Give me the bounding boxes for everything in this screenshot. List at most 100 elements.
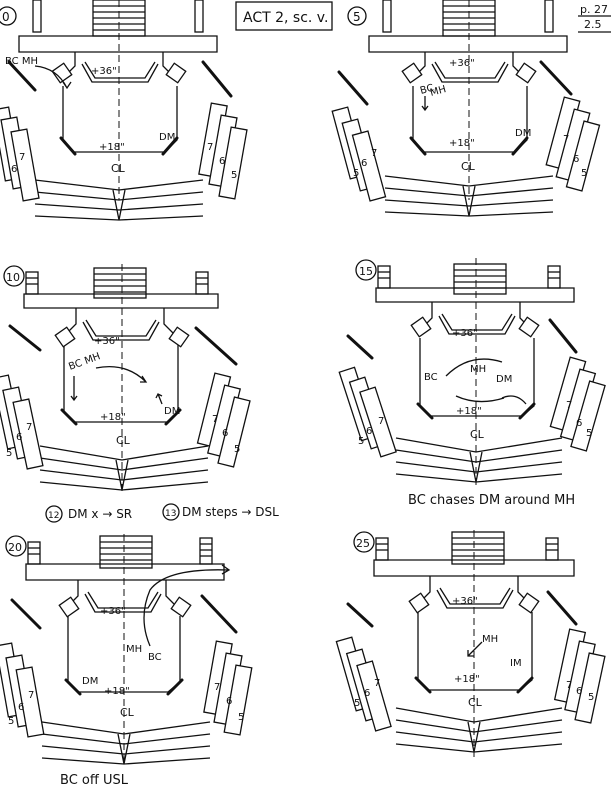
right-platforms: 7 6 5 [549, 356, 606, 452]
svg-text:7: 7 [378, 416, 384, 427]
right-platforms: 7 6 5 [198, 102, 248, 200]
svg-text:+36": +36" [452, 596, 478, 607]
exit-arrow [143, 564, 231, 647]
cue-circle [5, 535, 27, 557]
svg-text:7: 7 [374, 678, 380, 689]
svg-text:7: 7 [207, 142, 213, 153]
svg-text:5: 5 [6, 448, 12, 459]
act-scene-box: ACT 2, sc. v. [235, 1, 333, 31]
left-platforms: 5 6 7 [335, 636, 392, 732]
actor-label-dm: DM [496, 374, 512, 385]
actor-label-dm: DM [515, 128, 531, 139]
svg-text:5: 5 [238, 712, 244, 723]
top-steps [93, 267, 147, 299]
cue-circle [353, 531, 375, 553]
svg-text:+36": +36" [452, 328, 478, 339]
panel-cue-25: 25 +36" +18" CL [335, 530, 606, 760]
actor-label-mh: MH [429, 84, 447, 99]
svg-text:7: 7 [26, 422, 32, 433]
svg-text:6: 6 [576, 686, 582, 697]
svg-text:7: 7 [19, 152, 25, 163]
panel-note-20: BC off USL [60, 773, 129, 788]
cue-number: 20 [8, 541, 22, 554]
left-platforms: 7 6 [0, 106, 40, 202]
svg-text:CL: CL [470, 428, 485, 441]
left-platforms: 5 6 7 [331, 106, 387, 202]
movement-arrow [34, 65, 72, 90]
svg-text:6: 6 [361, 158, 367, 169]
actor-label-im: IM [510, 658, 522, 669]
stage-set: +36" +18" CL 7 6 5 7 6 5 [0, 264, 251, 494]
actor-label-mh: MH [126, 644, 142, 655]
svg-text:CL: CL [468, 696, 483, 709]
movement-arrow [155, 393, 163, 405]
svg-text:CL: CL [461, 160, 476, 173]
cue-number: 0 [2, 10, 10, 24]
top-steps [451, 531, 505, 565]
chase-path [445, 358, 505, 403]
svg-text:+36": +36" [94, 336, 120, 347]
svg-text:5: 5 [358, 436, 364, 447]
left-platforms: 5 6 7 [338, 366, 397, 458]
svg-text:+36": +36" [100, 606, 126, 617]
right-platforms: 7 6 5 [203, 640, 253, 736]
cue-circle [355, 259, 377, 281]
panel-cue-0: 0 +36" +18" CL [0, 0, 248, 221]
actor-label-bc: BC [419, 83, 435, 97]
svg-text:6: 6 [366, 426, 372, 437]
svg-text:6: 6 [219, 156, 225, 167]
svg-text:7: 7 [371, 148, 377, 159]
svg-text:+36": +36" [91, 66, 117, 77]
svg-text:6: 6 [18, 702, 24, 713]
svg-text:+18": +18" [454, 674, 480, 685]
cue-note-12: 12 DM x → SR [45, 505, 132, 523]
svg-text:CL: CL [111, 162, 126, 175]
cue-number: 15 [359, 265, 373, 278]
cue-note-13: 13 DM steps → DSL [162, 503, 279, 521]
cue-circle [347, 6, 367, 26]
svg-text:CL: CL [120, 706, 135, 719]
panel-cue-10: 10 +36" +18" CL [0, 264, 251, 494]
svg-text:6: 6 [16, 432, 22, 443]
stage-set: +36" +18" CL 5 6 7 7 6 5 [338, 258, 606, 488]
svg-text:6: 6 [576, 418, 582, 429]
svg-text:12: 12 [48, 511, 59, 521]
left-platforms: 7 6 5 [0, 374, 44, 470]
actor-label-dm: DM [159, 132, 175, 143]
svg-text:7: 7 [214, 682, 220, 693]
svg-text:13: 13 [165, 509, 176, 519]
cue-number: 5 [353, 10, 361, 24]
cue-number: 25 [356, 537, 370, 550]
left-platforms: 7 6 5 [0, 642, 45, 738]
cue-number: 10 [6, 271, 20, 284]
stage-set: +36" +18" CL 5 6 7 7 6 5 [331, 0, 601, 217]
top-steps [453, 263, 507, 295]
svg-text:6: 6 [226, 696, 232, 707]
svg-text:6: 6 [11, 164, 17, 175]
chase-path [501, 395, 527, 405]
movement-arrow [467, 641, 483, 657]
svg-text:DM x → SR: DM x → SR [68, 507, 132, 521]
cue-circle [0, 6, 17, 26]
actor-label-mh: MH [470, 364, 486, 375]
stage-set: +36" +18" CL 5 6 7 7 6 5 [335, 530, 606, 760]
svg-text:CL: CL [116, 434, 131, 447]
actor-label-dm: DM [164, 406, 180, 417]
top-steps [99, 535, 153, 569]
svg-text:+18": +18" [104, 686, 130, 697]
stage-set: +36" +18" CL 7 6 7 6 5 [0, 0, 248, 221]
svg-text:5: 5 [231, 170, 237, 181]
movement-arrow [421, 96, 429, 112]
svg-text:+18": +18" [100, 412, 126, 423]
stage-set: +36" +18" CL 7 6 5 7 6 5 [0, 534, 253, 765]
svg-text:5: 5 [581, 168, 587, 179]
svg-text:+18": +18" [456, 406, 482, 417]
panel-note-15: BC chases DM around MH [408, 493, 575, 508]
svg-text:5: 5 [234, 444, 240, 455]
panel-cue-15: 15 +36" +18" CL [338, 258, 606, 488]
svg-text:+18": +18" [449, 138, 475, 149]
svg-text:7: 7 [212, 414, 218, 425]
svg-text:p. 27: p. 27 [580, 3, 608, 16]
svg-text:2.5: 2.5 [584, 18, 602, 31]
svg-text:5: 5 [588, 692, 594, 703]
